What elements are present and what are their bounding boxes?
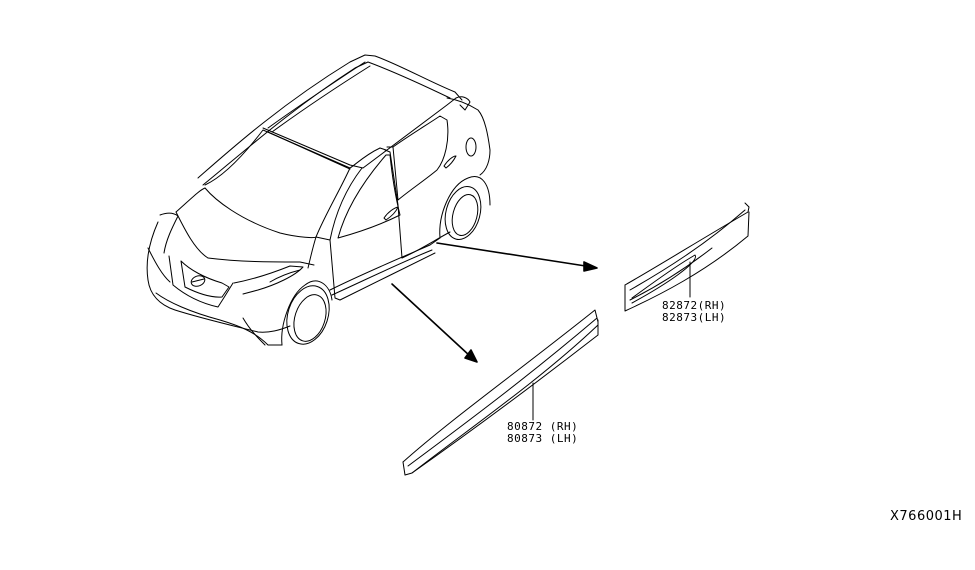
- part-number-rh: 82872(RH): [662, 299, 727, 312]
- part-number-lh: 80873 (LH): [507, 432, 579, 445]
- arrow-icon: [392, 284, 477, 362]
- car-icon: [147, 55, 490, 350]
- arrow-icon: [437, 243, 597, 271]
- diagram-id: X766001H: [890, 509, 963, 524]
- part-number-label-lower: 80872 (RH) 80873 (LH): [507, 421, 578, 445]
- lower-molding-part: [403, 310, 598, 475]
- upper-molding-part: [625, 203, 749, 311]
- part-number-lh: 82873(LH): [662, 311, 727, 324]
- part-number-label-upper: 82872(RH) 82873(LH): [662, 300, 726, 324]
- part-number-rh: 80872 (RH): [507, 420, 579, 433]
